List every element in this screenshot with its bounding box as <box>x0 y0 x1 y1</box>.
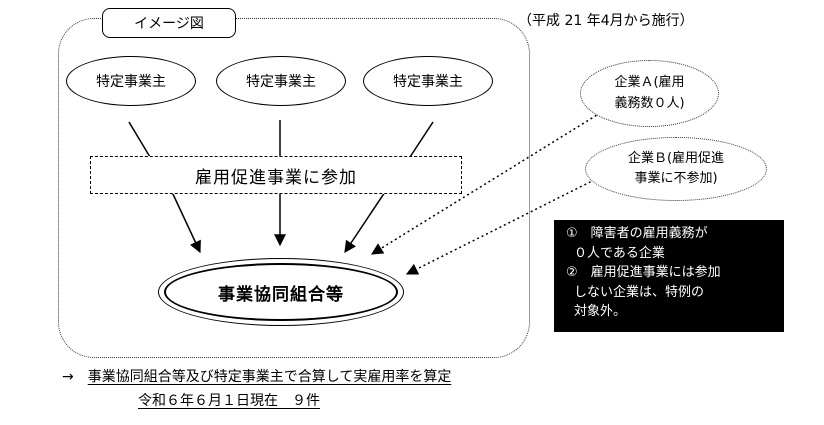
condition-line: しない企業は、特例の <box>574 284 705 300</box>
employment-promotion-box: 雇用促進事業に参加 <box>90 156 462 194</box>
employment-promotion-label: 雇用促進事業に参加 <box>195 167 357 188</box>
specific-employer-label: 特定事業主 <box>246 74 316 90</box>
specific-employer-label: 特定事業主 <box>393 74 463 90</box>
company-a-line-2: 義務数０人) <box>614 95 685 111</box>
specific-employer-label: 特定事業主 <box>96 74 166 90</box>
effective-date-note: （平成 21 年4月から施行） <box>518 13 694 29</box>
footnote-count: 令和６年６月１日現在 ９件 <box>138 390 438 410</box>
condition-line: ① 障害者の雇用義務が <box>566 226 708 241</box>
specific-employer-oval: 特定事業主 <box>66 56 196 106</box>
footnote-count-text: 令和６年６月１日現在 ９件 <box>138 393 320 409</box>
union-oval: 事業協同組合等 <box>164 263 398 321</box>
conditions-box: ① 障害者の雇用義務が ０人である企業 ② 雇用促進事業には参加 しない企業は、… <box>554 220 784 332</box>
company-a-oval: 企業Ａ(雇用 義務数０人) <box>580 60 719 127</box>
footnote-text: 事業協同組合等及び特定事業主で合算して実雇用率を算定 <box>87 369 452 385</box>
company-b-line-2: 事業に不参加) <box>634 171 718 186</box>
image-label: イメージ図 <box>102 8 236 38</box>
right-arrow-icon: → <box>62 369 74 385</box>
specific-employer-oval: 特定事業主 <box>363 56 493 106</box>
condition-line: 対象外。 <box>574 304 627 319</box>
condition-line: ② 雇用促進事業には参加 <box>566 265 721 280</box>
company-b-oval: 企業Ｂ(雇用促進 事業に不参加) <box>585 137 767 201</box>
union-label: 事業協同組合等 <box>218 284 344 305</box>
specific-employer-oval: 特定事業主 <box>216 56 346 106</box>
company-a-line-1: 企業Ａ(雇用 <box>614 75 685 91</box>
footnote: → 事業協同組合等及び特定事業主で合算して実雇用率を算定 <box>62 366 622 386</box>
condition-line: ０人である企業 <box>574 245 665 261</box>
company-b-line-1: 企業Ｂ(雇用促進 <box>627 150 725 166</box>
